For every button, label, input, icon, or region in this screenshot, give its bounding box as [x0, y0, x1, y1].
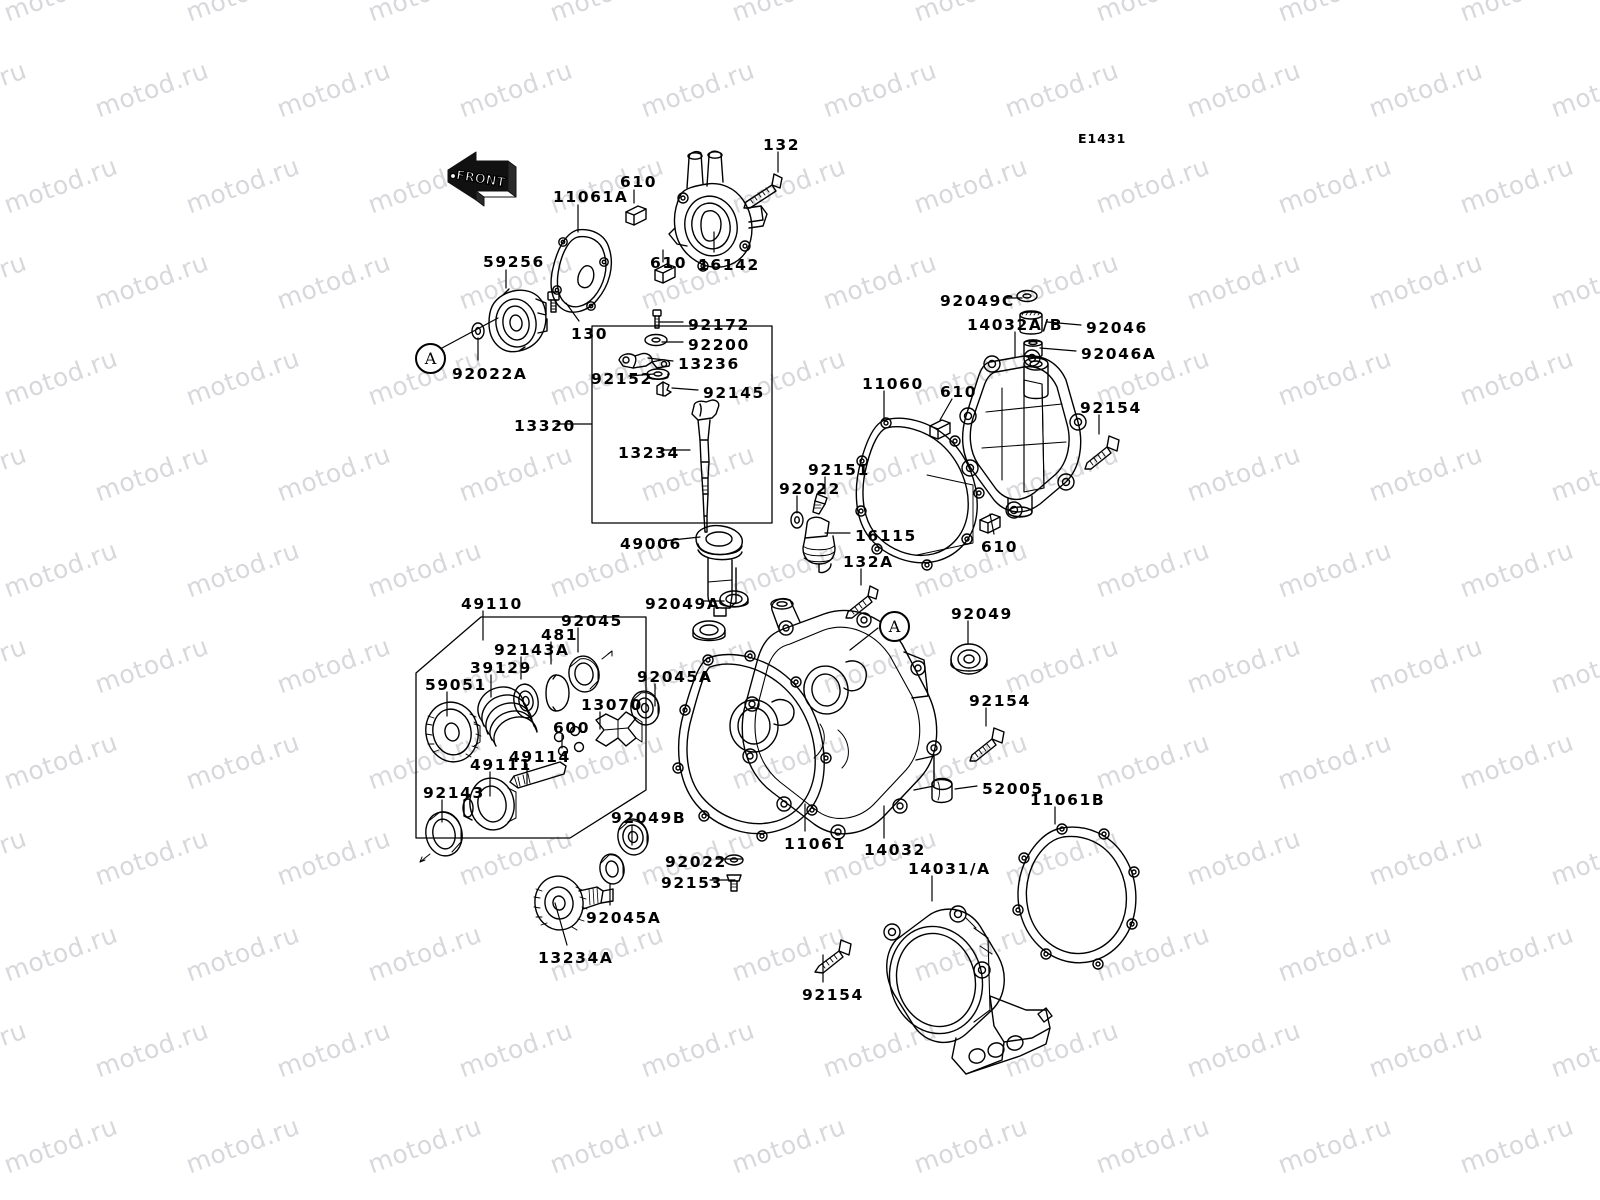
part-label-92152: 92152: [591, 370, 653, 388]
part-label-92022: 92022: [665, 853, 727, 871]
part-label-11060: 11060: [862, 375, 924, 393]
part-label-92049a: 92049A: [645, 595, 721, 613]
callout-marker-a: A: [879, 611, 910, 642]
part-label-92151: 92151: [808, 461, 870, 479]
part-label-610: 610: [940, 383, 978, 401]
part-label-92046a: 92046A: [1081, 345, 1157, 363]
diagram-code: E1431: [1078, 131, 1127, 146]
part-label-11061a: 11061A: [553, 188, 629, 206]
part-label-610: 610: [650, 254, 688, 272]
part-label-92045a: 92045A: [637, 668, 713, 686]
part-label-13320: 13320: [514, 417, 576, 435]
part-label-49114: 49114: [509, 748, 571, 766]
part-label-59256: 59256: [483, 253, 545, 271]
callout-marker-a: A: [415, 343, 446, 374]
part-label-92143: 92143: [423, 784, 485, 802]
part-label-49110: 49110: [461, 595, 523, 613]
part-label-92154: 92154: [1080, 399, 1142, 417]
part-label-92022a: 92022A: [452, 365, 528, 383]
part-label-14031-a: 14031/A: [908, 860, 991, 878]
part-label-610: 610: [981, 538, 1019, 556]
part-label-481: 481: [541, 626, 579, 644]
part-label-13236: 13236: [678, 355, 740, 373]
part-label-52005: 52005: [982, 780, 1044, 798]
part-label-13070: 13070: [581, 696, 643, 714]
part-label-92045: 92045: [561, 612, 623, 630]
part-label-92049c: 92049C: [940, 292, 1015, 310]
part-label-11061b: 11061B: [1030, 791, 1106, 809]
part-label-92049: 92049: [951, 605, 1013, 623]
part-label-49006: 49006: [620, 535, 682, 553]
part-label-92049b: 92049B: [611, 809, 687, 827]
part-label-13234a: 13234A: [538, 949, 614, 967]
part-label-16142: 16142: [698, 256, 760, 274]
part-label-132: 132: [763, 136, 801, 154]
part-label-49111: 49111: [470, 756, 532, 774]
part-label-14032a-b: 14032A/B: [967, 316, 1064, 334]
part-label-610: 610: [620, 173, 658, 191]
part-label-130: 130: [571, 325, 609, 343]
part-label-92022: 92022: [779, 480, 841, 498]
part-label-11061: 11061: [784, 835, 846, 853]
part-label-92172: 92172: [688, 316, 750, 334]
part-label-92046: 92046: [1086, 319, 1148, 337]
part-label-92045a: 92045A: [586, 909, 662, 927]
part-label-600: 600: [553, 719, 591, 737]
part-label-14032: 14032: [864, 841, 926, 859]
part-label-59051: 59051: [425, 676, 487, 694]
part-label-92143a: 92143A: [494, 641, 570, 659]
part-label-92200: 92200: [688, 336, 750, 354]
part-label-92153: 92153: [661, 874, 723, 892]
part-label-92154: 92154: [969, 692, 1031, 710]
part-label-132a: 132A: [843, 553, 894, 571]
part-label-16115: 16115: [855, 527, 917, 545]
part-label-39129: 39129: [470, 659, 532, 677]
part-label-92154: 92154: [802, 986, 864, 1004]
part-label-92145: 92145: [703, 384, 765, 402]
part-label-13234: 13234: [618, 444, 680, 462]
